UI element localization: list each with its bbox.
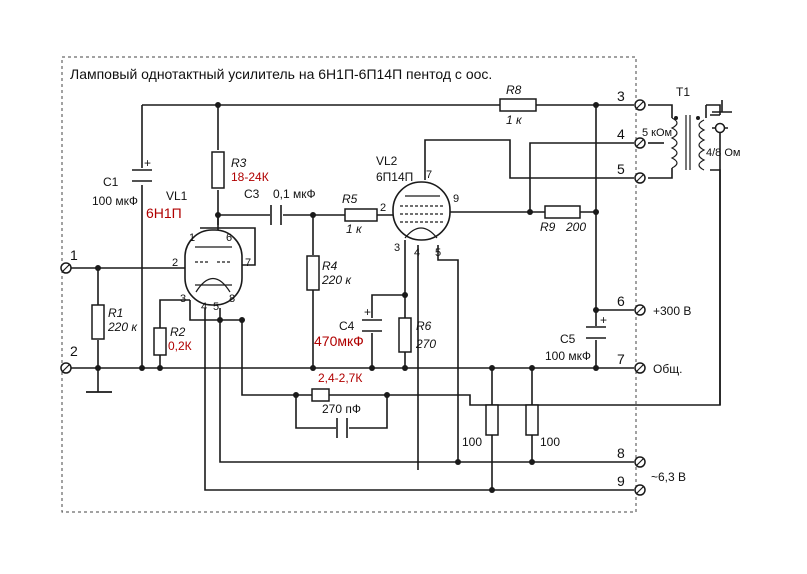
c3-value: 0,1 мкФ [273,187,316,201]
svg-text:6: 6 [617,293,625,309]
transformer-t1: T1 5 кОм 4/8 Ом [642,85,740,171]
svg-text:1: 1 [189,232,195,244]
feedback-capacitor-value: 270 пФ [322,402,361,416]
c4-label: C4 [339,319,355,333]
junction-dots [95,102,599,493]
svg-text:+: + [364,305,371,319]
c4-value: 470мкФ [314,333,364,349]
r3-label: R3 [231,156,247,170]
vl2-type: 6П14П [376,170,413,184]
r6-label: R6 [416,319,432,333]
c5-value: 100 мкФ [545,349,591,363]
svg-text:7: 7 [617,351,625,367]
resistor-r5: R5 1 к [342,192,378,236]
resistor-r1: R1 220 к [91,304,138,340]
feedback-capacitor: 270 пФ [322,402,361,438]
svg-text:4: 4 [617,126,625,142]
c1-label: C1 [103,175,119,189]
svg-text:9: 9 [617,473,625,489]
resistor-r2: R2 0,2К [153,325,192,356]
heater-resistor-1-value: 100 [462,435,482,449]
resistor-r9: R9 200 [540,205,586,234]
t1-secondary: 4/8 Ом [706,147,740,159]
r9-value: 200 [565,220,586,234]
heater-resistor-1: 100 [462,404,499,449]
supply-label: +300 В [653,304,691,318]
svg-text:9: 9 [453,193,459,205]
svg-text:7: 7 [245,257,251,269]
r2-label: R2 [170,325,186,339]
svg-text:3: 3 [394,242,400,254]
r9-label: R9 [540,220,556,234]
r1-value: 220 к [107,320,138,334]
terminal-9: 9 ~6,3 В [617,470,686,496]
r5-value: 1 к [346,222,363,236]
vl1-type: 6Н1П [146,205,182,221]
c5-label: C5 [560,332,576,346]
vl1-label: VL1 [166,189,188,203]
capacitor-c3: C3 0,1 мкФ [244,187,316,225]
feedback-resistor: 2,4-2,7К [311,371,362,402]
svg-text:8: 8 [229,293,235,305]
wiring [70,104,721,491]
ground-label: Общ. [653,362,682,376]
svg-text:2: 2 [172,257,178,269]
capacitor-c4: + C4 470мкФ [314,305,382,349]
r8-value: 1 к [506,113,523,127]
r2-value: 0,2К [168,339,192,353]
terminal-5: 5 [617,161,646,184]
svg-text:5: 5 [435,247,441,259]
c3-label: C3 [244,187,260,201]
r6-value: 270 [415,337,436,351]
r4-value: 220 к [321,273,352,287]
svg-text:2: 2 [380,202,386,214]
resistor-r6: R6 270 [398,317,436,353]
terminal-2: 2 [60,343,78,374]
schematic-title: Ламповый однотактный усилитель на 6Н1П-6… [70,66,492,82]
svg-text:5: 5 [213,301,219,313]
terminal-4: 4 [617,126,646,149]
svg-text:5: 5 [617,161,625,177]
r5-label: R5 [342,192,358,206]
capacitor-c1: + C1 100 мкФ [92,156,152,208]
terminal-8: 8 [617,445,646,468]
r3-value: 18-24К [231,170,269,184]
t1-label: T1 [676,85,690,99]
board-outline [61,56,637,513]
heater-resistor-2: 100 [525,404,560,449]
tube-vl2: VL2 6П14П 2 3 4 5 7 9 [376,154,459,259]
resistor-r8: R8 1 к [499,83,537,127]
heater-label: ~6,3 В [651,470,686,484]
r8-label: R8 [506,83,522,97]
svg-text:3: 3 [180,293,186,305]
svg-text:4: 4 [414,247,420,259]
terminal-1: 1 [60,247,78,274]
svg-text:+: + [600,313,607,327]
terminal-3: 3 [617,88,646,111]
terminal-7: 7 Общ. [617,351,682,376]
svg-text:6: 6 [226,232,232,244]
svg-text:4: 4 [201,301,207,313]
t1-primary: 5 кОм [642,127,672,139]
svg-text:3: 3 [617,88,625,104]
resistor-r4: R4 220 к [306,255,352,291]
svg-text:1: 1 [70,247,78,263]
svg-text:2: 2 [70,343,78,359]
capacitor-c5: + C5 100 мкФ [545,313,607,363]
tube-vl1: VL1 6Н1П 1 2 3 4 5 6 7 8 [146,189,251,313]
feedback-resistor-value: 2,4-2,7К [318,371,362,385]
svg-text:7: 7 [426,169,432,181]
resistor-r3: R3 18-24К [211,151,269,189]
svg-text:8: 8 [617,445,625,461]
c1-value: 100 мкФ [92,194,138,208]
heater-resistor-2-value: 100 [540,435,560,449]
r1-label: R1 [108,306,123,320]
vl2-label: VL2 [376,154,398,168]
r4-label: R4 [322,259,338,273]
terminal-6: 6 +300 В [617,293,691,318]
svg-text:+: + [144,156,151,170]
